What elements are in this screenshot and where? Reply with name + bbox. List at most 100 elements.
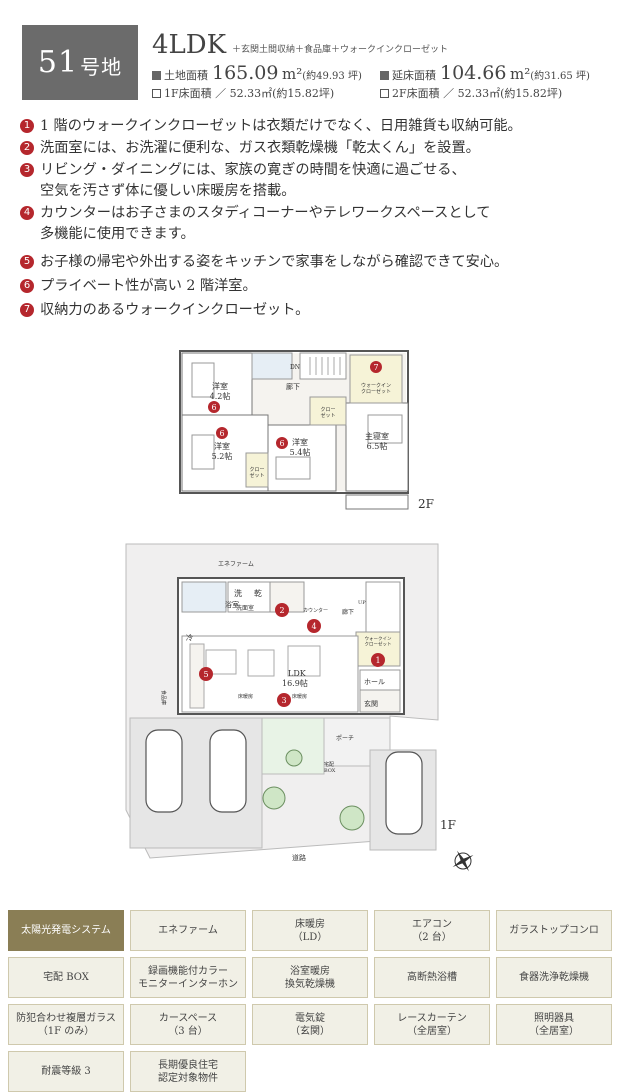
equipment-grid: 太陽光発電システムエネファーム床暖房 （LD）エアコン （2 台）ガラストップコ…: [8, 910, 614, 1092]
marker-number: 1: [20, 119, 34, 133]
label-pantry: 食品庫: [160, 690, 167, 705]
svg-text:6: 6: [219, 429, 224, 438]
label-closet: クローゼット: [320, 407, 335, 419]
marker-2: 2: [275, 603, 289, 617]
square-filled-icon: [380, 71, 389, 80]
floor1-area: 1F床面積 ／ 52.33㎡(約15.82坪): [152, 85, 334, 101]
equipment-item: エネファーム: [130, 910, 246, 951]
equipment-item: エアコン （2 台）: [374, 910, 490, 951]
label-floor-heating: 床暖房: [238, 693, 253, 700]
marker-3: 3: [277, 693, 291, 707]
equipment-item: 宅配 BOX: [8, 957, 124, 998]
marker-number: 2: [20, 141, 34, 155]
label-bath: 浴室: [225, 600, 239, 609]
label-entrance-hall: ホール: [364, 678, 385, 686]
label-road: 道路: [292, 853, 306, 862]
svg-text:2: 2: [279, 606, 284, 615]
label-porch: ポーチ: [336, 734, 354, 742]
marker-6: 6: [216, 427, 228, 439]
room-western3: 洋室: [292, 437, 308, 447]
marker-6: 6: [276, 437, 288, 449]
marker-number: 4: [20, 206, 34, 220]
label-closet: クローゼット: [249, 467, 264, 479]
room-master: 主寝室: [365, 431, 389, 441]
floor2-label: 2F: [418, 497, 434, 511]
equipment-item: 食器洗浄乾燥機: [496, 957, 612, 998]
equipment-item: カースペース （3 台）: [130, 1004, 246, 1045]
equipment-item: 高断熱浴槽: [374, 957, 490, 998]
layout-type: 4LDK: [152, 30, 227, 60]
equipment-item: 長期優良住宅 認定対象物件: [130, 1051, 246, 1092]
room-western1-size: 4.2帖: [210, 391, 231, 401]
equipment-item: 電気錠 （玄関）: [252, 1004, 368, 1045]
label-counter: カウンター: [303, 607, 328, 614]
equipment-item: 太陽光発電システム: [8, 910, 124, 951]
label-washroom: 洗面室: [236, 604, 254, 612]
compass-icon: [452, 850, 474, 872]
square-outline-icon: [380, 89, 389, 98]
equipment-item: 床暖房 （LD）: [252, 910, 368, 951]
svg-text:3: 3: [281, 696, 286, 705]
label-enefarm: エネファーム: [218, 561, 254, 568]
label-up: UP: [358, 600, 366, 606]
floor1-plan: エネファーム 浴室 洗 乾 洗面室 カウンター 冷 廊下 UP ウォークインクロ…: [125, 543, 439, 862]
equipment-item: 耐震等級 3: [8, 1051, 124, 1092]
label-ldk: LDK: [288, 669, 307, 678]
label-ldk-size: 16.9帖: [282, 678, 308, 688]
room-western2: 洋室: [214, 441, 230, 451]
floor2-area: 2F床面積 ／ 52.33㎡(約15.82坪): [380, 85, 562, 101]
label-wic: ウォークインクローゼット: [365, 635, 392, 647]
marker-1: 1: [371, 653, 385, 667]
floor1-label: 1F: [440, 818, 456, 832]
equipment-item: 浴室暖房 換気乾燥機: [252, 957, 368, 998]
marker-number: 3: [20, 163, 34, 177]
label-floor-heating: 床暖房: [292, 693, 307, 700]
marker-number: 6: [20, 279, 34, 293]
equipment-item: レースカーテン （全居室）: [374, 1004, 490, 1045]
label-hall: 廊下: [342, 608, 354, 616]
svg-text:6: 6: [211, 403, 216, 412]
svg-text:1: 1: [375, 656, 380, 665]
equipment-item: 防犯合わせ複層ガラス （1F のみ）: [8, 1004, 124, 1045]
room-master-size: 6.5帖: [367, 441, 388, 451]
equipment-item: 照明器具 （全居室）: [496, 1004, 612, 1045]
room-western3-size: 5.4帖: [290, 447, 311, 457]
label-hall: 廊下: [286, 382, 300, 391]
marker-5: 5: [199, 667, 213, 681]
lot-number: 51: [37, 45, 79, 80]
label-washer: 洗: [234, 588, 242, 598]
marker-6: 6: [208, 401, 220, 413]
marker-7: 7: [370, 361, 382, 373]
lot-suffix: 号地: [80, 55, 123, 79]
equipment-item: ガラストップコンロ: [496, 910, 612, 951]
svg-text:7: 7: [373, 363, 378, 372]
floor2-plan: 洋室 4.2帖 洋室 5.2帖 洋室 5.4帖 主寝室 6.5帖 廊下 DN ク…: [179, 350, 409, 510]
marker-number: 5: [20, 255, 34, 269]
svg-text:4: 4: [311, 622, 316, 631]
marker-4: 4: [307, 619, 321, 633]
marker-number: 7: [20, 303, 34, 317]
room-western1: 洋室: [212, 381, 228, 391]
layout-extras: ＋玄関土間収納＋食品庫＋ウォークインクローゼット: [232, 45, 449, 55]
equipment-item: 録画機能付カラー モニターインターホン: [130, 957, 246, 998]
label-entrance: 玄関: [364, 699, 378, 708]
label-fridge: 冷: [186, 633, 193, 642]
svg-text:6: 6: [279, 439, 284, 448]
label-wic: ウォークインクローゼット: [361, 382, 391, 395]
label-dn: DN: [290, 364, 300, 371]
svg-text:5: 5: [203, 670, 208, 679]
label-dryer: 乾: [254, 588, 262, 598]
square-filled-icon: [152, 71, 161, 80]
square-outline-icon: [152, 89, 161, 98]
